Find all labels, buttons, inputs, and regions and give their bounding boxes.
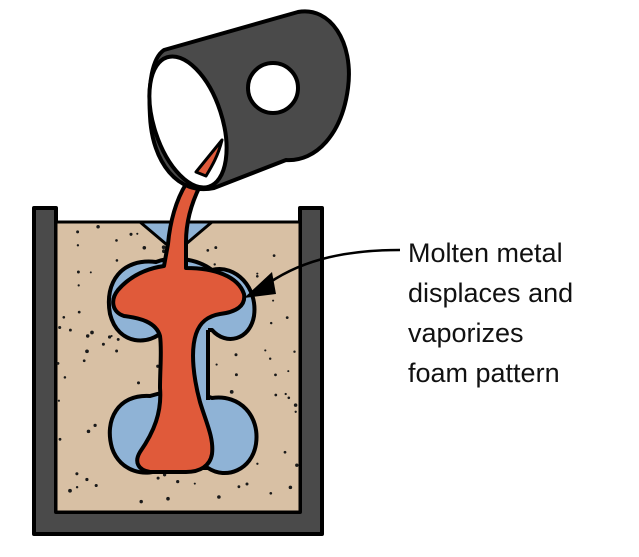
ladle-molten-lip: [194, 138, 224, 178]
sand-speckle: [63, 376, 67, 379]
sand-speckle: [56, 361, 60, 365]
sand-speckle: [294, 410, 297, 413]
sand-speckle: [237, 485, 241, 489]
sand-speckle: [96, 225, 100, 229]
sand-speckle: [269, 321, 273, 325]
sand-speckle: [142, 246, 147, 250]
sand-speckle: [101, 342, 105, 346]
sand-speckle: [115, 349, 119, 353]
sand-speckle: [206, 249, 210, 252]
sand-speckle: [193, 482, 196, 485]
sand-speckle: [77, 310, 81, 314]
sand-speckle: [129, 232, 133, 236]
sand-speckle: [85, 477, 89, 482]
molten-metal-fill: [111, 138, 247, 474]
ladle: [147, 9, 351, 192]
sand-speckle: [234, 373, 238, 377]
sand-speckle: [269, 491, 273, 495]
sand-speckle: [62, 315, 66, 319]
sand-speckle: [293, 350, 296, 353]
sand-speckle: [229, 390, 234, 394]
sand-speckle: [283, 450, 287, 454]
sand-speckle: [264, 349, 267, 352]
molten-metal: [111, 138, 247, 474]
sand-speckle: [234, 353, 238, 357]
sand-speckle: [89, 271, 92, 274]
leader-arrowhead: [244, 272, 276, 298]
annotation-line-4: foam pattern: [408, 358, 560, 388]
sand-speckle: [215, 363, 218, 366]
sand-speckle: [256, 462, 259, 465]
sand-speckle: [58, 437, 62, 441]
sand-speckle: [256, 272, 259, 275]
annotation-line-1: Molten metal: [408, 238, 563, 268]
sand-speckle: [214, 246, 218, 250]
sand-speckle: [110, 334, 113, 338]
sand-speckle: [176, 479, 180, 484]
sand-speckle: [295, 463, 299, 467]
annotation-line-3: vaporizes: [408, 318, 524, 348]
sand-speckle: [166, 496, 170, 501]
sand-speckle: [115, 259, 119, 262]
sand-speckle: [82, 359, 86, 363]
sand-speckle: [58, 325, 62, 330]
sand-speckle: [76, 244, 80, 247]
sand-speckle: [213, 263, 216, 266]
sand-speckle: [245, 482, 249, 486]
sand-speckle: [136, 232, 139, 235]
sand-speckle: [76, 230, 80, 234]
sand-speckle: [274, 393, 278, 397]
sand-speckle: [161, 245, 166, 250]
annotation-label: Molten metal displaces and vaporizes foa…: [408, 238, 581, 388]
sand-speckle: [156, 476, 160, 480]
sand-speckle: [93, 423, 97, 428]
sand-speckle: [287, 396, 291, 400]
sand-speckle: [255, 274, 259, 278]
sand-speckle: [90, 330, 94, 335]
sand-speckle: [274, 373, 277, 377]
sand-speckle: [285, 316, 289, 319]
sand-speckle: [284, 392, 287, 396]
sand-speckle: [75, 485, 79, 489]
sand-speckle: [217, 495, 221, 499]
sand-speckle: [85, 349, 89, 354]
sand-speckle: [115, 239, 118, 242]
sand-speckle: [76, 270, 80, 274]
sand-speckle: [57, 399, 60, 402]
sand-speckle: [86, 429, 91, 434]
sand-speckle: [272, 299, 275, 302]
sand-speckle: [77, 284, 80, 287]
sand-speckle: [272, 254, 276, 257]
sand-speckle: [293, 403, 298, 407]
sand-speckle: [268, 357, 272, 360]
ladle-opening: [147, 54, 229, 190]
sand-speckle: [107, 335, 112, 339]
ladle-handle-hole: [246, 61, 300, 115]
sand-speckle: [68, 328, 72, 332]
sand-speckle: [287, 370, 290, 373]
sand-speckle: [94, 483, 98, 488]
sand-speckle: [85, 334, 90, 338]
sand-speckle: [75, 472, 79, 476]
sand-speckle: [139, 499, 143, 504]
annotation-line-2: displaces and: [408, 278, 573, 308]
sand-speckle: [288, 485, 293, 490]
leader-line: [261, 248, 401, 289]
sand-speckle: [116, 337, 120, 341]
annotation-leader: [244, 248, 401, 298]
sand-speckle: [136, 381, 141, 385]
sand-speckle: [68, 488, 72, 493]
